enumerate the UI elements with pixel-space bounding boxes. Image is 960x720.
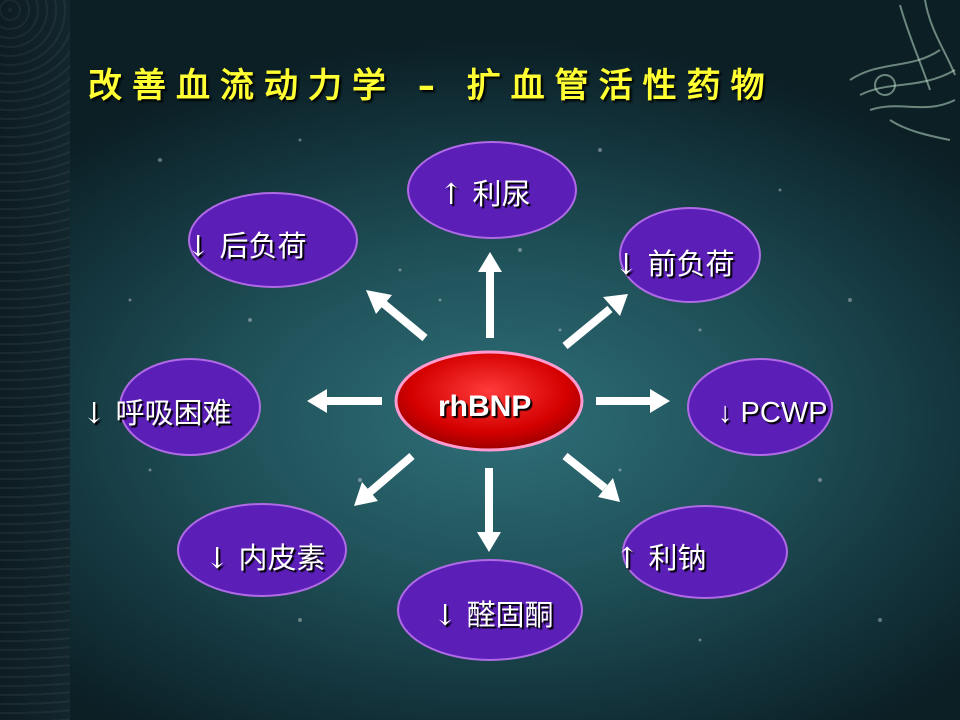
label-afterload: ↓ 后负荷 (186, 229, 307, 263)
arrow-down-right (562, 452, 620, 502)
center-label-rhbnp: rhBNP (438, 390, 532, 423)
slide-title: 改善血流动力学 – 扩血管活性药物 (88, 66, 775, 106)
left-texture-strip (0, 0, 70, 720)
label-preload: ↓ 前负荷 (614, 247, 735, 281)
label-endothelin: ↓ 内皮素 (205, 541, 326, 575)
arrow-left (307, 389, 382, 413)
node-afterload (188, 192, 358, 288)
node-diuresis (407, 141, 577, 239)
arrow-down (477, 468, 501, 552)
center-node-rhbnp (394, 350, 584, 452)
arrow-up (478, 252, 502, 338)
node-pcwp (687, 358, 833, 456)
node-endothelin (177, 503, 347, 597)
label-dyspnea: ↓ 呼吸困难 (82, 396, 232, 430)
label-aldosterone: ↓ 醛固酮 (433, 598, 554, 632)
label-pcwp: ↓ PCWP (718, 397, 828, 429)
node-natriuresis (622, 505, 788, 599)
arrow-up-right (562, 294, 628, 350)
arrow-up-left (366, 290, 428, 342)
node-preload (619, 207, 761, 303)
decorative-bird-ornament (849, 0, 956, 141)
arrow-right (596, 389, 670, 413)
node-aldosterone (397, 559, 583, 661)
arrow-down-left (354, 452, 415, 506)
label-diuresis: ↑ 利尿 (439, 177, 531, 211)
node-dyspnea (119, 358, 261, 456)
label-natriuresis: ↑ 利钠 (615, 541, 707, 575)
